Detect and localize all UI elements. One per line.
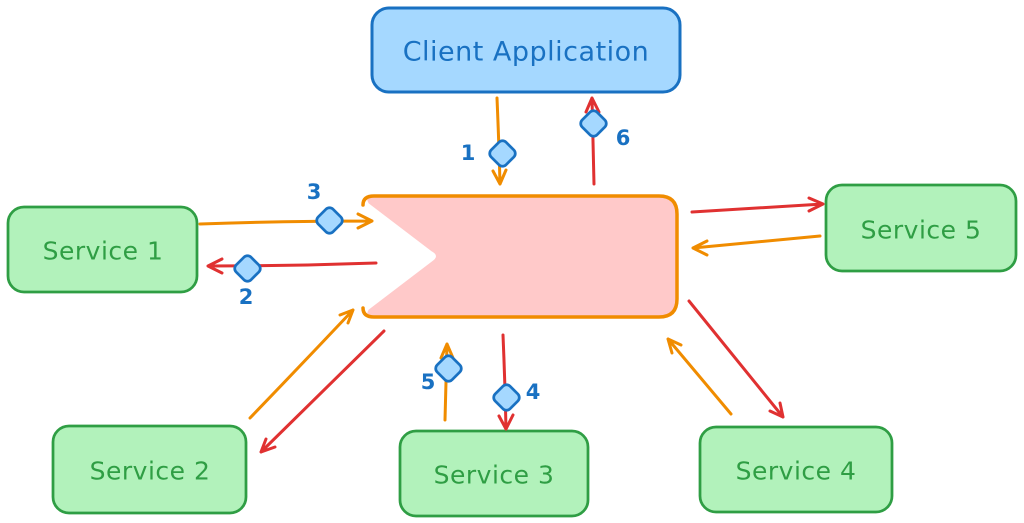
service-4-node: Service 4 bbox=[698, 425, 894, 514]
hub-border bbox=[361, 194, 679, 319]
arrow-service2-to-hub bbox=[248, 308, 355, 420]
service-5-box bbox=[824, 183, 1018, 273]
flow-6-step-label: 6 bbox=[616, 126, 631, 150]
arrow-hub-to-client bbox=[584, 96, 601, 186]
flow-hub-to-service2 bbox=[259, 329, 386, 454]
hub-fill bbox=[367, 195, 678, 318]
arrow-hub-to-service3 bbox=[497, 333, 515, 431]
flow-service3-to-hub: 5 bbox=[421, 342, 463, 422]
client-app-box bbox=[370, 6, 682, 94]
flow-5-step-label: 5 bbox=[421, 370, 436, 394]
hub-shape bbox=[361, 194, 679, 319]
flow-1-marker-diamond bbox=[488, 139, 517, 168]
flow-hub-to-service1: 2 bbox=[206, 254, 378, 309]
flow-6-marker-diamond bbox=[579, 109, 608, 138]
service-5-node: Service 5 bbox=[824, 183, 1018, 273]
arrow-service1-to-hub bbox=[198, 212, 374, 230]
flow-3-marker-diamond bbox=[315, 206, 344, 235]
arrow-service5-to-hub bbox=[691, 234, 822, 257]
client-app-label: Client Application bbox=[403, 37, 650, 68]
flow-5-marker-diamond bbox=[434, 354, 463, 383]
flow-2-step-label: 2 bbox=[239, 285, 254, 309]
arrow-hub-to-service2 bbox=[259, 329, 386, 454]
service-2-label: Service 2 bbox=[90, 457, 211, 486]
flow-client-to-hub: 1 bbox=[461, 96, 517, 186]
flow-hub-to-client: 6 bbox=[579, 96, 631, 186]
service-2-node: Service 2 bbox=[51, 424, 248, 515]
service-4-label: Service 4 bbox=[736, 457, 857, 486]
service-1-label: Service 1 bbox=[43, 237, 164, 266]
flow-3-step-label: 3 bbox=[307, 180, 322, 204]
service-3-node: Service 3 bbox=[398, 429, 590, 518]
service-1-box bbox=[6, 205, 199, 294]
service-3-box bbox=[398, 429, 590, 518]
client-app-node: Client Application bbox=[370, 6, 682, 94]
flow-service2-to-hub bbox=[248, 308, 355, 420]
flow-hub-to-service4 bbox=[687, 299, 785, 419]
flow-4-marker-diamond bbox=[492, 383, 521, 412]
flow-hub-to-service3: 4 bbox=[492, 333, 541, 431]
service-5-label: Service 5 bbox=[861, 216, 982, 245]
arrow-hub-to-service1 bbox=[206, 257, 378, 275]
flow-2-marker-diamond bbox=[233, 254, 262, 283]
flow-service1-to-hub: 3 bbox=[198, 180, 374, 235]
arrow-hub-to-service5 bbox=[690, 196, 825, 214]
arrow-hub-to-service4 bbox=[687, 299, 785, 419]
service-2-box bbox=[51, 424, 248, 515]
arrow-service4-to-hub bbox=[666, 337, 733, 416]
flow-4-step-label: 4 bbox=[526, 380, 541, 404]
service-4-box bbox=[698, 425, 894, 514]
service-1-node: Service 1 bbox=[6, 205, 199, 294]
service-3-label: Service 3 bbox=[434, 461, 555, 490]
flow-1-step-label: 1 bbox=[461, 141, 476, 165]
flow-service5-to-hub bbox=[691, 234, 822, 257]
flow-service4-to-hub bbox=[666, 337, 733, 416]
flow-hub-to-service5 bbox=[690, 196, 825, 214]
